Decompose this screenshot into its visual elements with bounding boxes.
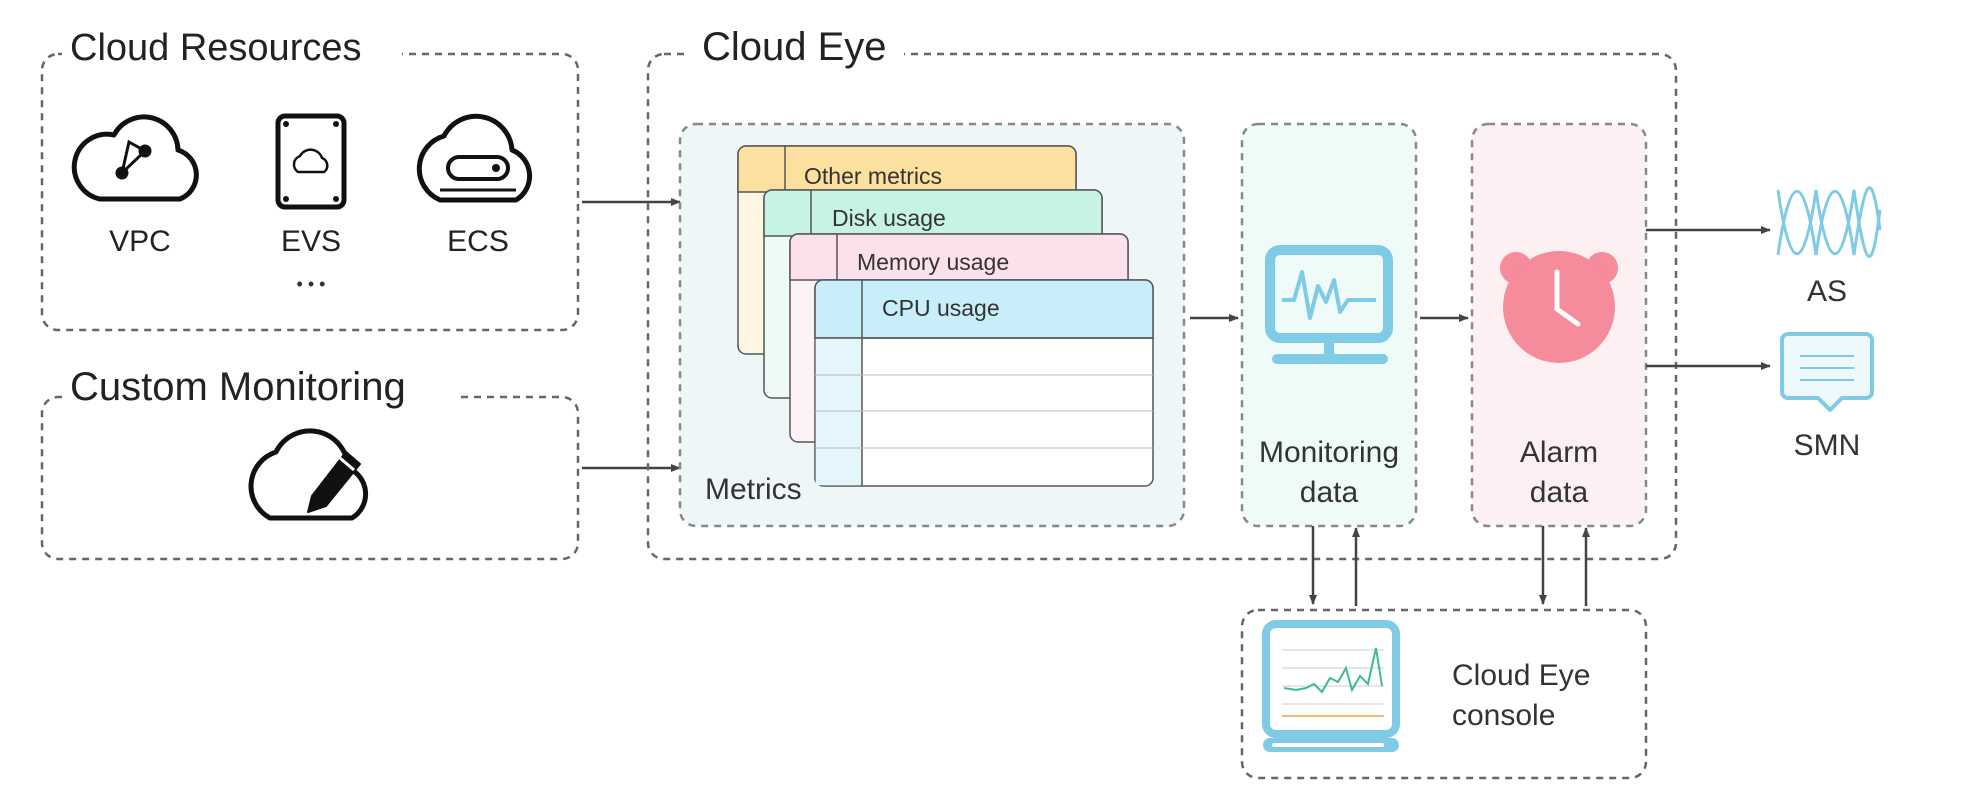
monitor-icon xyxy=(1265,245,1393,364)
vpc-icon xyxy=(71,114,199,202)
more-resources-ellipsis: • • • xyxy=(297,274,326,294)
metrics-panel: Other metrics Disk usage Memory usage xyxy=(678,122,1186,528)
cloud-edit-icon xyxy=(248,428,369,521)
custom-monitoring-group: Custom Monitoring xyxy=(40,365,580,561)
console-monitor-icon xyxy=(1262,620,1400,752)
metrics-label: Metrics xyxy=(705,473,802,506)
alarm-data-panel: Alarm data xyxy=(1470,122,1648,528)
cloud-resources-title: Cloud Resources xyxy=(70,27,361,69)
vpc-label: VPC xyxy=(109,225,171,258)
console-label-line1: Cloud Eye xyxy=(1452,659,1590,692)
cloud-eye-group: Cloud Eye Other metrics Disk usage xyxy=(646,25,1678,561)
ecs-label: ECS xyxy=(447,225,509,258)
smn-service: SMN xyxy=(1780,332,1874,462)
evs-label: EVS xyxy=(281,225,341,258)
ecs-icon xyxy=(416,113,533,203)
as-scaling-icon xyxy=(1776,186,1882,258)
monitoring-data-label-line1: Monitoring xyxy=(1259,436,1399,469)
cloud-eye-title: Cloud Eye xyxy=(702,25,887,69)
alarm-data-label-line2: data xyxy=(1530,476,1589,509)
monitoring-data-panel: Monitoring data xyxy=(1240,122,1418,528)
alarm-clock-icon xyxy=(1500,251,1618,363)
as-label: AS xyxy=(1807,275,1847,308)
cloud-resources-group: Cloud Resources VPC EVS ECS • • • xyxy=(40,27,580,332)
metric-card-disk-label: Disk usage xyxy=(832,205,946,231)
console-label-line2: console xyxy=(1452,699,1555,732)
metric-card-cpu: CPU usage xyxy=(814,279,1154,487)
monitoring-data-label-line2: data xyxy=(1300,476,1359,509)
custom-monitoring-title: Custom Monitoring xyxy=(70,365,406,409)
metric-card-other-label: Other metrics xyxy=(804,163,942,189)
evs-icon xyxy=(275,113,347,210)
alarm-data-label-line1: Alarm xyxy=(1520,436,1598,469)
message-icon xyxy=(1780,332,1874,412)
smn-label: SMN xyxy=(1794,429,1861,462)
cloud-eye-console-group: Cloud Eye console xyxy=(1240,608,1648,780)
as-service: AS xyxy=(1776,186,1882,308)
metric-card-memory-label: Memory usage xyxy=(857,249,1009,275)
metric-card-cpu-label: CPU usage xyxy=(882,295,1000,321)
